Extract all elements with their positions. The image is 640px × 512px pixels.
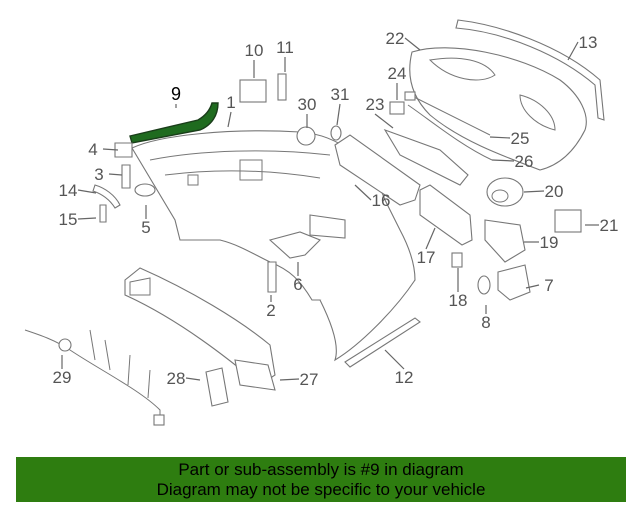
clip-18 — [451, 252, 463, 268]
callout-30[interactable]: 30 — [298, 95, 317, 114]
small-parts — [92, 73, 346, 293]
leader-line-23 — [374, 113, 394, 129]
bracket-27 — [234, 359, 276, 391]
callout-8[interactable]: 8 — [481, 313, 490, 332]
harness-29 — [24, 329, 165, 426]
callout-15[interactable]: 15 — [59, 210, 78, 229]
leader-line-17 — [425, 227, 436, 250]
callout-24[interactable]: 24 — [388, 64, 407, 83]
callout-2[interactable]: 2 — [266, 301, 275, 320]
callout-3[interactable]: 3 — [94, 165, 103, 184]
exhaust-trim-20 — [486, 177, 524, 207]
callout-17[interactable]: 17 — [417, 248, 436, 267]
wiring-harness — [389, 91, 493, 161]
callout-26[interactable]: 26 — [515, 152, 534, 171]
part-9-strip[interactable] — [129, 102, 219, 144]
banner-line-2: Diagram may not be specific to your vehi… — [156, 480, 486, 499]
callout-23[interactable]: 23 — [366, 95, 385, 114]
callout-13[interactable]: 13 — [579, 33, 598, 52]
callout-14[interactable]: 14 — [59, 181, 78, 200]
callout-5[interactable]: 5 — [141, 218, 150, 237]
leader-line-31 — [336, 103, 341, 126]
banner-line-1: Part or sub-assembly is #9 in diagram — [178, 460, 464, 479]
callout-10[interactable]: 10 — [245, 41, 264, 60]
callout-21[interactable]: 21 — [600, 216, 619, 235]
reinforcement-bar — [124, 267, 276, 386]
leader-lines — [61, 37, 599, 381]
callout-6[interactable]: 6 — [293, 275, 302, 294]
callout-20[interactable]: 20 — [545, 182, 564, 201]
leader-line-27 — [279, 378, 300, 381]
bracket-19 — [484, 219, 526, 263]
callout-16[interactable]: 16 — [372, 191, 391, 210]
bracket-17 — [419, 184, 473, 246]
bracket-7 — [497, 264, 531, 301]
callout-4[interactable]: 4 — [88, 140, 97, 159]
callout-22[interactable]: 22 — [386, 29, 405, 48]
leader-line-15 — [77, 217, 97, 220]
callout-9[interactable]: 9 — [171, 84, 181, 104]
leader-line-22 — [404, 37, 421, 51]
leader-line-4 — [102, 148, 119, 151]
leader-line-14 — [77, 189, 97, 194]
callout-7[interactable]: 7 — [544, 276, 553, 295]
leader-line-13 — [567, 41, 579, 61]
callout-1[interactable]: 1 — [226, 93, 235, 112]
callout-28[interactable]: 28 — [167, 369, 186, 388]
leader-line-12 — [384, 349, 405, 370]
lower-strip-12 — [344, 317, 421, 368]
leader-line-25 — [489, 136, 511, 139]
callout-12[interactable]: 12 — [395, 368, 414, 387]
callout-29[interactable]: 29 — [53, 368, 72, 387]
callout-18[interactable]: 18 — [449, 291, 468, 310]
bracket-23 — [383, 128, 469, 186]
callout-19[interactable]: 19 — [540, 233, 559, 252]
info-banner: Part or sub-assembly is #9 in diagram Di… — [16, 457, 626, 502]
grommet-8 — [477, 275, 491, 295]
callout-31[interactable]: 31 — [331, 85, 350, 104]
leader-line-28 — [185, 377, 201, 381]
leader-line-26 — [491, 159, 515, 162]
leader-line-16 — [354, 184, 372, 201]
callout-25[interactable]: 25 — [511, 129, 530, 148]
sensor-21 — [554, 209, 582, 233]
callout-27[interactable]: 27 — [300, 370, 319, 389]
leader-line-3 — [108, 173, 123, 176]
callout-11[interactable]: 11 — [276, 38, 294, 57]
leader-line-20 — [523, 190, 545, 193]
cover-28 — [205, 367, 229, 407]
upper-diffuser — [409, 19, 605, 171]
leader-line-7 — [525, 284, 540, 289]
leader-line-1 — [227, 111, 232, 128]
bracket-16 — [334, 134, 421, 206]
